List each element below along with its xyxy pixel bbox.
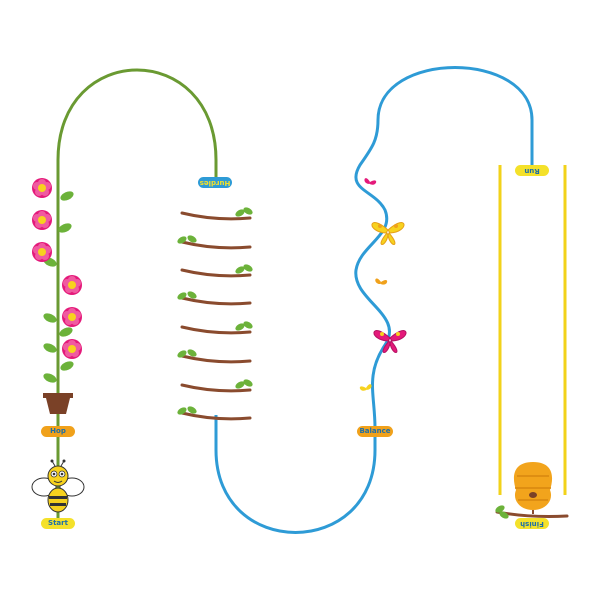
vine-leaves (43, 191, 74, 383)
butterfly-icon (364, 178, 377, 185)
branch-icon (177, 406, 252, 421)
butterfly-icon (373, 330, 407, 353)
pot-icon (43, 393, 73, 414)
branch-icon (177, 291, 252, 306)
flower-icon (62, 339, 82, 359)
balance-label: Balance (357, 426, 393, 437)
run-label: Run (515, 165, 549, 176)
flower-icon (32, 210, 52, 230)
blue-track-bottom (214, 415, 377, 534)
butterfly-icon (375, 278, 388, 285)
butterfly-icon (359, 384, 372, 391)
bee-icon (31, 459, 85, 513)
start-label: Start (41, 518, 75, 529)
flower-icon (62, 307, 82, 327)
blue-track-balance (354, 66, 534, 429)
flower-icon (62, 275, 82, 295)
beehive-icon (495, 462, 569, 519)
finish-label: Finish (515, 518, 549, 529)
branch-icon (180, 207, 253, 221)
butterfly-icon (371, 222, 405, 245)
branch-icon (180, 264, 253, 278)
branch-icon (180, 321, 253, 335)
hop-label: Hop (41, 426, 75, 437)
flower-icon (32, 178, 52, 198)
hurdles-label: Hurdles (198, 177, 232, 188)
branch-icon (177, 349, 252, 364)
branch-icon (180, 379, 253, 393)
green-track (56, 68, 218, 520)
branch-icon (177, 235, 252, 250)
flower-icon (32, 242, 52, 262)
